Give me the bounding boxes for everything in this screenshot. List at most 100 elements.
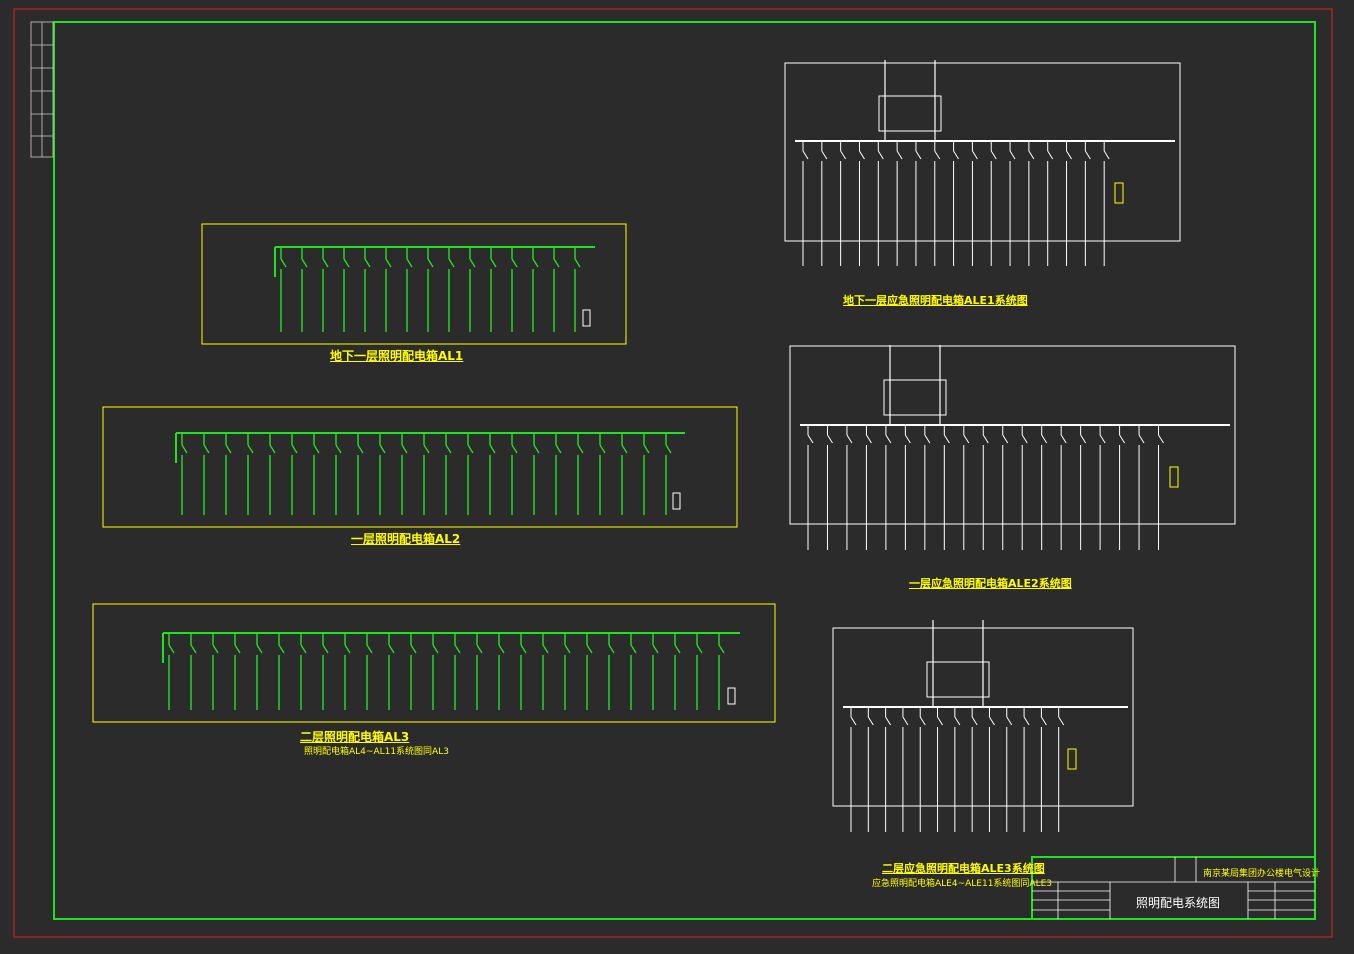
al3-breaker (278, 644, 285, 654)
al2-breaker (555, 444, 562, 454)
al3-breaker (586, 644, 593, 654)
al3-breaker (476, 644, 483, 654)
al3-breaker (696, 644, 703, 654)
ale3-breaker (850, 716, 857, 726)
ale2-breaker (1002, 434, 1009, 444)
al3-breaker (388, 644, 395, 654)
al3-breaker (718, 644, 725, 654)
al3-breaker (344, 644, 351, 654)
al3-breaker (366, 644, 373, 654)
ale2-breaker (904, 434, 911, 444)
al2-breaker (181, 444, 188, 454)
al3-breaker (168, 644, 175, 654)
ale1-breaker (859, 150, 865, 160)
ale2-ats (883, 379, 947, 416)
ale1-breaker (990, 150, 997, 160)
ale3-breaker (937, 716, 943, 726)
ale1-breaker (1009, 150, 1016, 160)
ale2-breaker (1021, 434, 1028, 444)
caption-al3: 二层照明配电箱AL3 (300, 730, 410, 744)
ale3-breaker (885, 716, 892, 726)
al3-box (92, 603, 776, 723)
al2-breaker (533, 444, 540, 454)
ale2-box (789, 345, 1236, 525)
ale1-breaker (896, 150, 903, 160)
left-margin-stamp (30, 21, 54, 158)
al2-breaker (577, 444, 584, 454)
al3-breaker (322, 644, 329, 654)
al1-breaker (490, 258, 497, 268)
al2-breaker (423, 444, 430, 454)
al1-breaker (574, 258, 581, 268)
al3-breaker (454, 644, 461, 654)
ale1-breaker (915, 150, 922, 160)
al3-breaker (498, 644, 505, 654)
al3-breaker (564, 644, 571, 654)
ale2-breaker (943, 434, 950, 444)
al3-breaker (300, 644, 307, 654)
ale2-breaker (1080, 434, 1087, 444)
al1-breaker (280, 258, 287, 268)
al2-breaker (445, 444, 452, 454)
al1-breaker (511, 258, 518, 268)
caption-al1: 地下一层照明配电箱AL1 (330, 349, 464, 363)
outer-frame (13, 8, 1333, 938)
ale1-breaker (971, 150, 978, 160)
ale3-breaker (902, 716, 909, 726)
ale3-breaker (971, 716, 978, 726)
al3-spd (727, 687, 736, 705)
caption-ale3: 二层应急照明配电箱ALE3系统图 (882, 862, 1045, 875)
al2-box (102, 406, 738, 528)
ale1-breaker (1028, 150, 1035, 160)
ale2-breaker (807, 434, 814, 444)
al3-breaker (234, 644, 241, 654)
ale1-breaker (1103, 150, 1110, 160)
ale2-breaker (846, 434, 853, 444)
al1-breaker (343, 258, 350, 268)
al1-breaker (364, 258, 371, 268)
title-block-drawing-name: 照明配电系统图 (1136, 896, 1221, 910)
ale3-breaker (1058, 716, 1065, 726)
al3-breaker (256, 644, 263, 654)
al3-breaker (432, 644, 439, 654)
title-block (1031, 856, 1316, 920)
al3-breaker (212, 644, 219, 654)
al2-breaker (379, 444, 386, 454)
al2-breaker (357, 444, 364, 454)
ale2-breaker (1119, 434, 1126, 444)
al2-breaker (335, 444, 342, 454)
ale1-breaker (953, 150, 960, 160)
caption-ale2: 一层应急照明配电箱ALE2系统图 (909, 577, 1072, 590)
al2-spd (672, 492, 681, 510)
ale2-breaker (924, 434, 931, 444)
al1-breaker (448, 258, 455, 268)
ale1-breaker (1047, 150, 1054, 160)
ale3-spd (1067, 748, 1077, 770)
al2-breaker (401, 444, 408, 454)
ale1-ats (878, 95, 942, 132)
al3-breaker (520, 644, 527, 654)
ale2-breaker (1041, 434, 1048, 444)
title-block-project: 南京某局集团办公楼电气设计 (1203, 869, 1321, 879)
al3-breaker (608, 644, 615, 654)
al3-breaker (542, 644, 549, 654)
ale3-ats (926, 661, 990, 698)
al1-breaker (301, 258, 308, 268)
al2-breaker (665, 444, 672, 454)
al1-breaker (427, 258, 434, 268)
schematics-layer (92, 60, 1236, 832)
ale1-box (784, 62, 1181, 242)
al2-breaker (269, 444, 276, 454)
ale1-breaker (934, 150, 941, 160)
ale3-breaker (867, 716, 874, 726)
al2-breaker (489, 444, 496, 454)
al3-breaker (410, 644, 417, 654)
al2-breaker (621, 444, 628, 454)
al2-breaker (467, 444, 474, 454)
ale1-spd (1114, 182, 1124, 204)
al2-breaker (511, 444, 518, 454)
al3-breaker (630, 644, 637, 654)
ale3-breaker (989, 716, 995, 726)
al1-box (201, 223, 627, 345)
